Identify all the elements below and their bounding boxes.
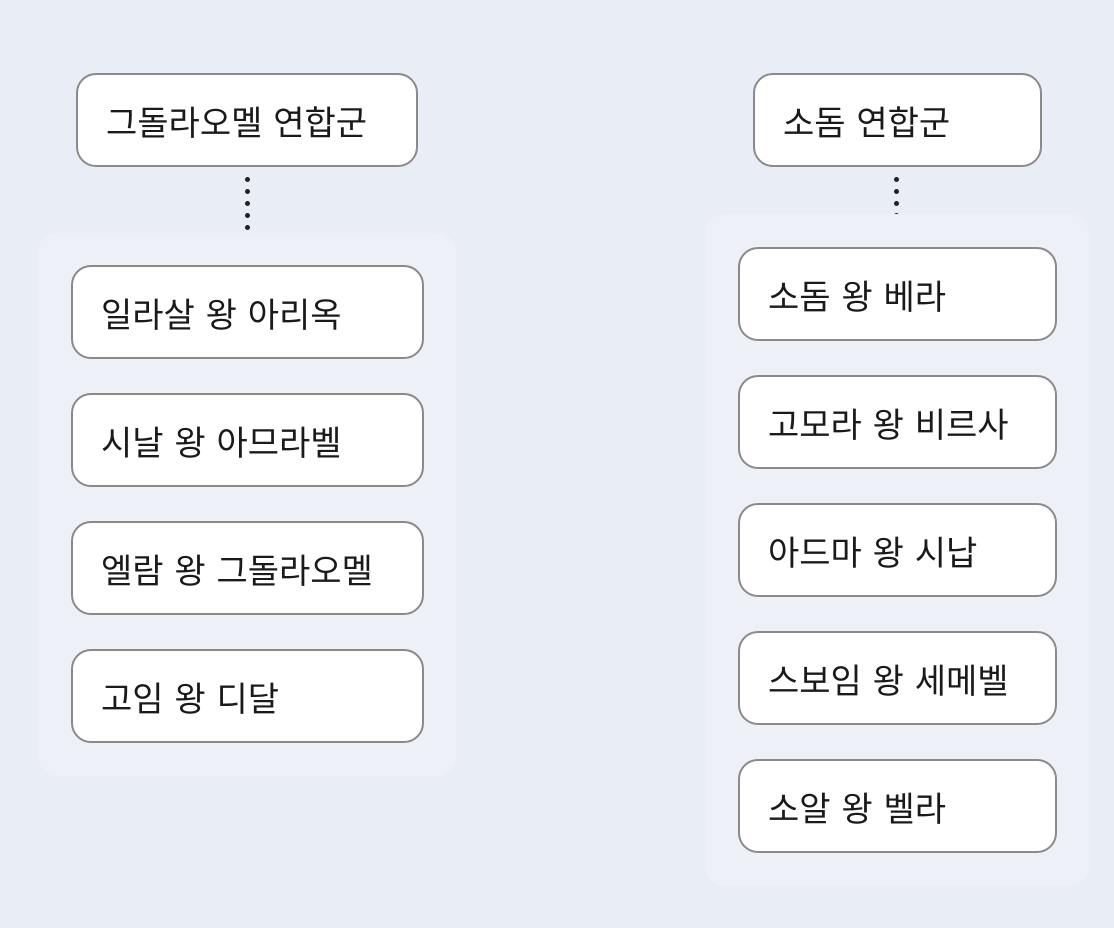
member-box: 고모라 왕 비르사 bbox=[738, 375, 1057, 469]
group-title-kedorlaomer-alliance: 그돌라오멜 연합군 bbox=[76, 73, 418, 167]
member-box: 스보임 왕 세메벨 bbox=[738, 631, 1057, 725]
member-box: 일라살 왕 아리옥 bbox=[71, 265, 424, 359]
member-box: 시날 왕 아므라벨 bbox=[71, 393, 424, 487]
member-box: 아드마 왕 시납 bbox=[738, 503, 1057, 597]
member-box: 소알 왕 벨라 bbox=[738, 759, 1057, 853]
group-title-sodom-alliance: 소돔 연합군 bbox=[753, 73, 1042, 167]
members-panel-right: 소돔 왕 베라 고모라 왕 비르사 아드마 왕 시납 스보임 왕 세메벨 소알 … bbox=[705, 214, 1089, 886]
member-box: 고임 왕 디달 bbox=[71, 649, 424, 743]
member-box: 소돔 왕 베라 bbox=[738, 247, 1057, 341]
member-box: 엘람 왕 그돌라오멜 bbox=[71, 521, 424, 615]
members-panel-left: 일라살 왕 아리옥 시날 왕 아므라벨 엘람 왕 그돌라오멜 고임 왕 디달 bbox=[38, 233, 456, 776]
